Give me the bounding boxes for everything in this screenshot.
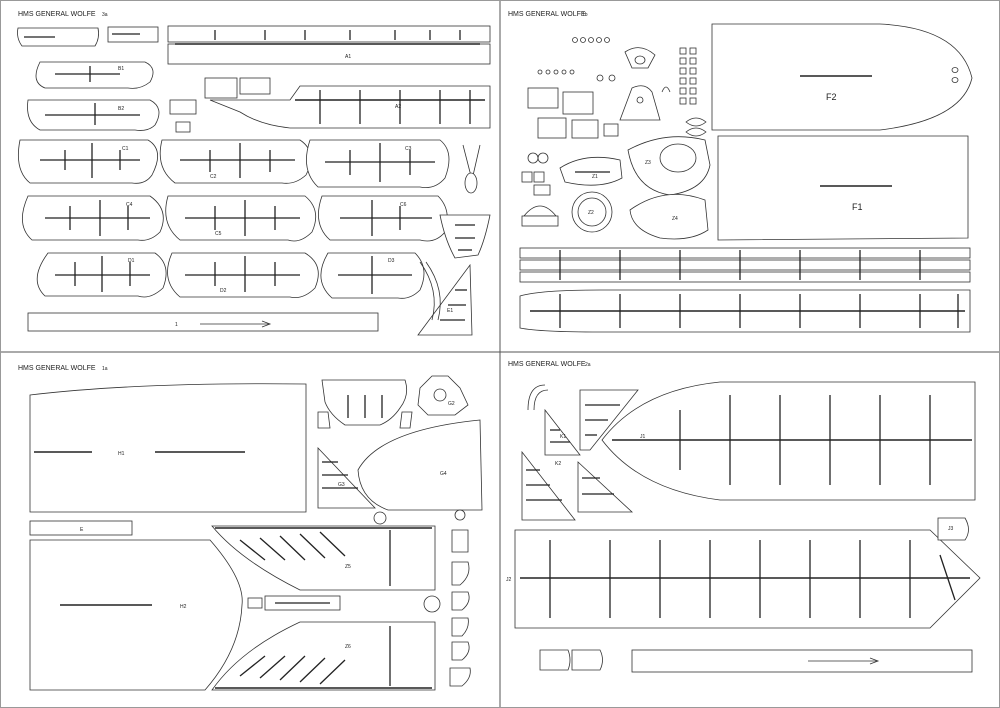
part-k2: K2	[521, 450, 634, 521]
label-e: E	[80, 527, 84, 533]
label-c5: C5	[215, 231, 222, 237]
label-g4: G4	[440, 471, 447, 477]
part-strip-2	[631, 649, 973, 673]
label-z6: Z6	[345, 644, 351, 650]
label-a1: A1	[345, 54, 351, 60]
long-strips	[519, 247, 971, 333]
label-a2: A2	[395, 104, 401, 110]
part-z4: Z4	[629, 194, 709, 240]
quad1-sheet-no: 3a	[102, 12, 108, 18]
part-h2: H2	[29, 539, 243, 691]
part-d3: D3	[320, 252, 425, 299]
part-j3: J3	[937, 517, 969, 541]
part-g4: G4	[357, 419, 483, 525]
label-e1: E1	[447, 308, 453, 314]
label-f2: F2	[826, 92, 837, 102]
quadrant-bottom-left: HMS GENERAL WOLFE 1a H1 E H2	[18, 365, 483, 691]
part-rudder-strip	[247, 595, 441, 613]
part-c2: C2	[159, 139, 312, 184]
part-strip-1: 1	[27, 312, 379, 332]
label-z5: Z5	[345, 564, 351, 570]
label-c1: C1	[122, 146, 129, 152]
quad3-title: HMS GENERAL WOLFE	[18, 365, 96, 372]
label-h2: H2	[180, 604, 187, 610]
label-c3: C3	[405, 146, 412, 152]
part-z8	[571, 649, 603, 671]
label-z1: Z1	[592, 174, 598, 180]
label-g3: G3	[338, 482, 345, 488]
label-j2: J2	[506, 577, 512, 583]
label-d1: D1	[128, 258, 135, 264]
label-b1: B1	[118, 66, 124, 72]
label-d2: D2	[220, 288, 227, 294]
quad2-sheet-no: 1b	[582, 12, 588, 18]
label-j3: J3	[948, 526, 954, 532]
small-knees	[449, 509, 471, 687]
label-g2: G2	[448, 401, 455, 407]
part-b1: B1	[35, 61, 154, 89]
part-f1: F1	[717, 135, 969, 241]
label-strip-1: 1	[175, 322, 178, 328]
part-j1: J1	[601, 381, 976, 501]
quad4-title: HMS GENERAL WOLFE	[508, 361, 586, 368]
part-c6: C6	[318, 195, 448, 242]
part-stern-frame	[439, 144, 491, 259]
part-z1: Z1	[559, 156, 623, 186]
part-f2: F2	[711, 23, 973, 131]
part-z5: Z5	[211, 525, 436, 591]
label-c4: C4	[126, 202, 133, 208]
part-g1	[317, 379, 413, 429]
part-d1: D1	[36, 252, 167, 298]
label-d3: D3	[388, 258, 395, 264]
part-c3: C3	[306, 139, 450, 188]
label-f1: F1	[852, 202, 863, 212]
part-h1: H1	[29, 383, 307, 513]
part-a1: A1	[167, 25, 491, 65]
part-small-1	[17, 27, 99, 47]
part-strip-e: E	[29, 520, 133, 536]
label-h1: H1	[118, 451, 125, 457]
part-c1: C1	[17, 139, 158, 184]
label-k1: K1	[560, 434, 566, 440]
part-c4: C4	[22, 195, 164, 241]
label-j1: J1	[640, 434, 646, 440]
fittings-cluster	[537, 37, 707, 137]
quad4-sheet-no: 2a	[585, 362, 591, 368]
quad3-sheet-no: 1a	[102, 366, 108, 372]
label-z3: Z3	[645, 160, 651, 166]
part-e1: E1	[417, 261, 473, 336]
label-k2: K2	[555, 461, 561, 467]
part-z7	[539, 649, 571, 671]
part-g3: G3	[317, 446, 376, 509]
quadrant-top-left: HMS GENERAL WOLFE 3a A1 B1	[17, 11, 491, 336]
label-c2: C2	[210, 174, 217, 180]
label-c6: C6	[400, 202, 407, 208]
part-k1: K1	[527, 384, 639, 456]
part-b2: B2	[27, 99, 160, 131]
quad2-title: HMS GENERAL WOLFE	[508, 11, 586, 18]
part-d2: D2	[167, 252, 319, 298]
label-b2: B2	[118, 106, 124, 112]
part-z6: Z6	[211, 621, 436, 691]
label-z2: Z2	[588, 210, 594, 216]
quadrant-bottom-right: HMS GENERAL WOLFE 2a J1 J2	[506, 361, 981, 673]
part-j2: J2	[506, 529, 981, 629]
part-g2: G2	[417, 375, 469, 416]
part-z3: Z3	[627, 136, 711, 196]
quad1-title: HMS GENERAL WOLFE	[18, 11, 96, 18]
label-z4: Z4	[672, 216, 678, 222]
part-z2: Z2	[571, 191, 613, 233]
part-a2: A2	[169, 77, 491, 133]
part-c5: C5	[165, 195, 317, 242]
small-boxes	[521, 87, 619, 227]
quadrant-top-right: HMS GENERAL WOLFE 1b F2 F1	[508, 11, 973, 333]
